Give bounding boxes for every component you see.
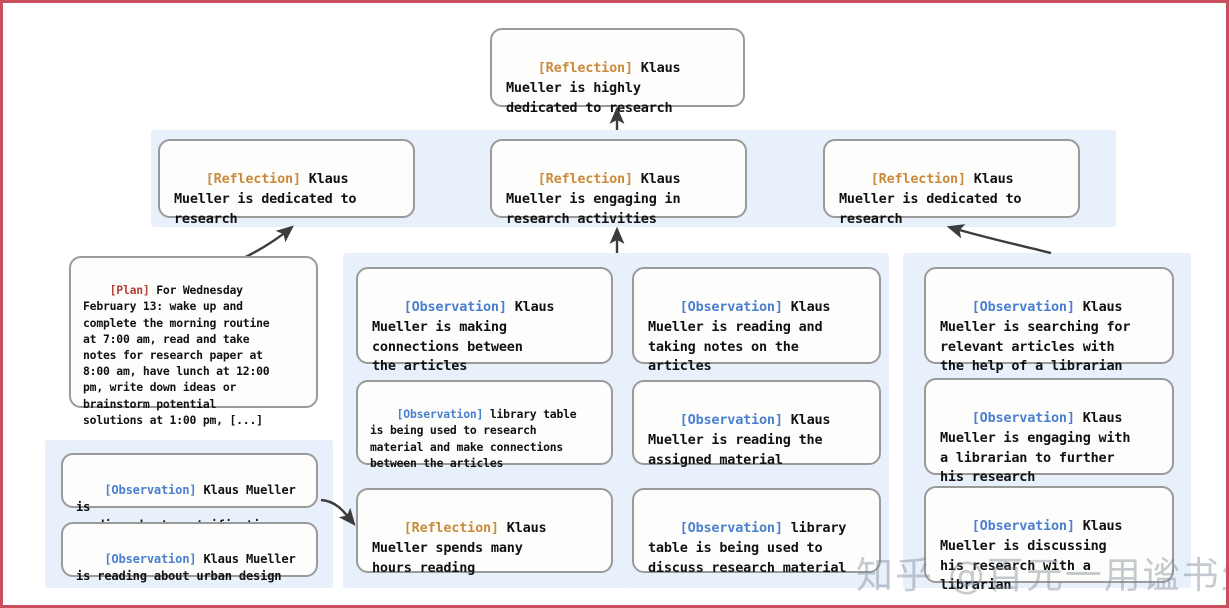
node-text: Klaus Mueller is engaging in research ac… (506, 170, 681, 227)
node-text: library table is being used to research … (370, 407, 577, 470)
node-col2-observation-1[interactable]: [Observation] Klaus Mueller is reading a… (632, 267, 881, 374)
node-tag: [Observation] (396, 407, 484, 422)
node-text: Klaus Mueller is reading the assigned ma… (648, 411, 831, 468)
node-col3-observation-1[interactable]: [Observation] Klaus Mueller is searching… (924, 267, 1174, 374)
node-reflection-left[interactable]: [Reflection] Klaus Mueller is dedicated … (158, 139, 415, 227)
node-tag: [Reflection] (870, 170, 966, 187)
node-text: Klaus Mueller is dedicated to research (174, 170, 357, 227)
node-tag: [Reflection] (205, 170, 301, 187)
node-tag: [Observation] (679, 519, 783, 536)
node-text: Klaus Mueller is reading and taking note… (648, 298, 831, 375)
node-col3-observation-2[interactable]: [Observation] Klaus Mueller is engaging … (924, 378, 1174, 485)
node-top-reflection[interactable]: [Reflection] Klaus Mueller is highly ded… (490, 28, 745, 116)
node-tag: [Observation] (679, 298, 783, 315)
node-text: Klaus Mueller is searching for relevant … (940, 298, 1131, 375)
node-text: library table is being used to discuss r… (648, 519, 847, 576)
node-plan[interactable]: [Plan] For Wednesday February 13: wake u… (69, 256, 318, 427)
node-text: Klaus Mueller spends many hours reading (372, 519, 547, 576)
node-tag: [Observation] (971, 517, 1075, 534)
watermark: 知乎 @百元一用谧书生 (856, 554, 1229, 597)
node-text: Klaus Mueller is engaging with a librari… (940, 409, 1131, 486)
node-tag: [Reflection] (537, 170, 633, 187)
node-tag: [Observation] (679, 411, 783, 428)
node-text: For Wednesday February 13: wake up and c… (83, 283, 270, 427)
node-reflection-center[interactable]: [Reflection] Klaus Mueller is engaging i… (490, 139, 747, 227)
node-reflection-right[interactable]: [Reflection] Klaus Mueller is dedicated … (823, 139, 1080, 227)
node-tag: [Reflection] (537, 59, 633, 76)
node-tag: [Observation] (104, 551, 197, 566)
node-col1-observation-1[interactable]: [Observation] Klaus Mueller is making co… (356, 267, 613, 374)
node-text: Klaus Mueller is dedicated to research (839, 170, 1022, 227)
node-text: Klaus Mueller is highly dedicated to res… (506, 59, 681, 116)
node-text: Klaus Mueller is reading about urban des… (76, 551, 296, 584)
node-col2-observation-3[interactable]: [Observation] library table is being use… (632, 488, 881, 576)
node-col2-observation-2[interactable]: [Observation] Klaus Mueller is reading t… (632, 380, 881, 468)
node-text: Klaus Mueller is making connections betw… (372, 298, 555, 375)
node-tag: [Observation] (403, 298, 507, 315)
node-tag: [Observation] (971, 409, 1075, 426)
node-bottom-left-observation-2[interactable]: [Observation] Klaus Mueller is reading a… (61, 522, 318, 583)
node-bottom-left-observation-1[interactable]: [Observation] Klaus Mueller is reading a… (61, 453, 318, 532)
node-tag: [Observation] (104, 482, 197, 497)
node-tag: [Plan] (109, 283, 150, 298)
node-col3-observation-3[interactable]: [Observation] Klaus Mueller is discussin… (924, 486, 1174, 593)
node-tag: [Observation] (971, 298, 1075, 315)
node-col1-reflection[interactable]: [Reflection] Klaus Mueller spends many h… (356, 488, 613, 576)
node-tag: [Reflection] (403, 519, 499, 536)
node-text: Klaus Mueller is discussing his research… (940, 517, 1123, 594)
node-col1-observation-2[interactable]: [Observation] library table is being use… (356, 380, 613, 470)
